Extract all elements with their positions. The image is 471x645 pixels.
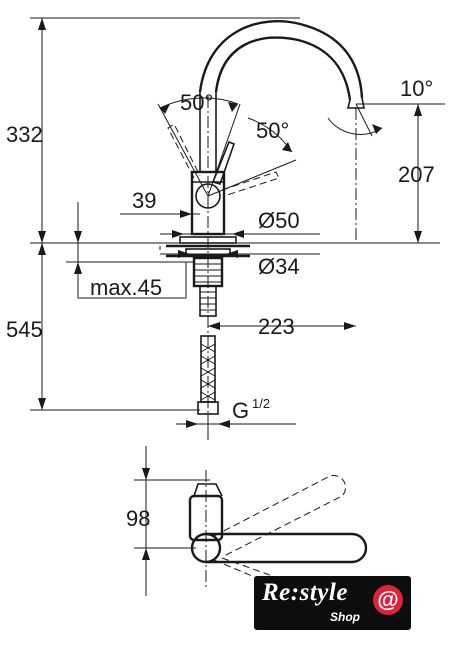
base-diameter-label: Ø50 xyxy=(258,208,300,233)
body-offset-label: 39 xyxy=(132,188,156,213)
thread-fraction-label: 1/2 xyxy=(252,396,270,411)
spout xyxy=(198,20,365,243)
top-view-depth-label: 98 xyxy=(126,506,150,531)
spout-height-label: 207 xyxy=(398,162,435,187)
restyle-shop-logo: Re:style @ Shop xyxy=(254,576,411,630)
faucet-body xyxy=(190,92,226,440)
lever-angle-1-label: 50° xyxy=(180,90,213,115)
spout-height-dimension xyxy=(414,104,422,243)
spout-reach-label: 223 xyxy=(258,314,295,339)
height-dimension-lines xyxy=(30,17,440,411)
logo-sub-text: Shop xyxy=(330,610,360,624)
supply-hoses xyxy=(197,335,219,440)
lever-angle-indicators xyxy=(157,97,297,197)
lever-angle-2-label: 50° xyxy=(256,118,289,143)
spout-angle-label: 10° xyxy=(400,76,433,101)
base-diameter-dimension xyxy=(160,230,320,238)
thread-main-label: G xyxy=(232,398,249,423)
threaded-shank xyxy=(199,285,217,317)
hole-diameter-label: Ø34 xyxy=(258,254,300,279)
lever xyxy=(167,123,280,197)
height-total-label: 332 xyxy=(6,122,43,147)
spout-angle-indicator xyxy=(327,103,445,137)
max-counter-label: max.45 xyxy=(90,275,162,300)
body-offset-dimension xyxy=(120,196,200,222)
spout-reach-dimension xyxy=(208,322,356,330)
hole-diameter-dimension xyxy=(159,246,320,258)
below-counter-label: 545 xyxy=(6,317,43,342)
logo-brand-text: Re:style xyxy=(262,579,348,606)
top-view xyxy=(134,446,368,597)
thread-dimension xyxy=(176,420,296,428)
max-counter-dimension xyxy=(66,202,194,299)
logo-at-icon: @ xyxy=(373,585,403,615)
